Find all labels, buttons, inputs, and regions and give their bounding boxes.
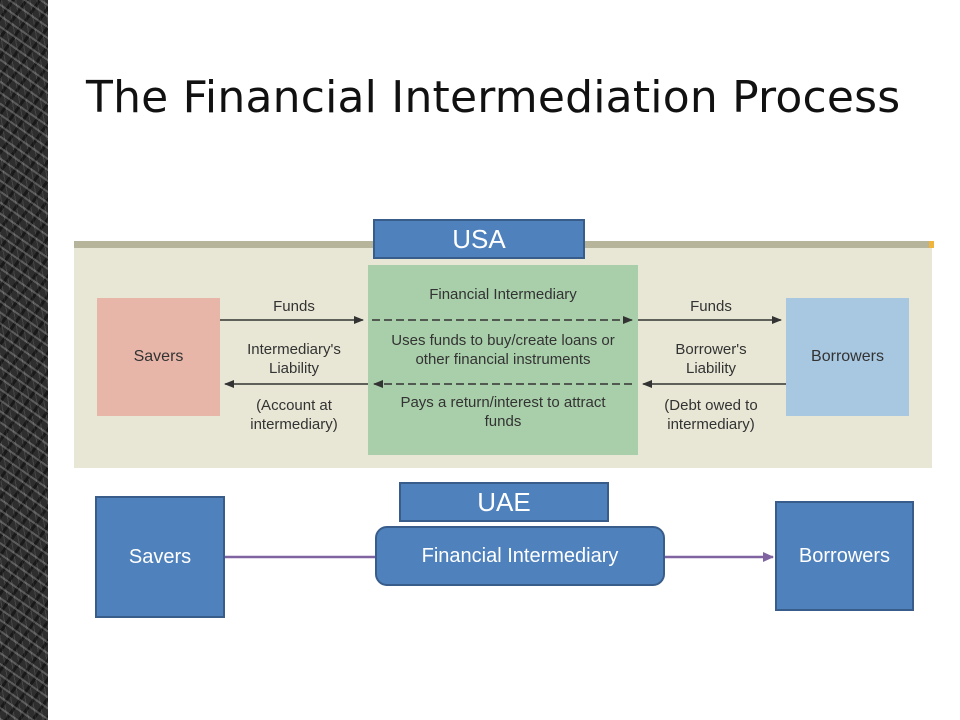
usa-fi-title: Financial Intermediary [429, 286, 577, 303]
uae-borrowers-label: Borrowers [798, 544, 891, 567]
uae-savers-box: Savers [95, 496, 225, 618]
usa-right-note-label: (Debt owed to intermediary) [664, 397, 758, 433]
textured-side-border [0, 0, 48, 720]
usa-right-funds-label: Funds [690, 298, 732, 315]
usa-arrows [220, 316, 786, 388]
slide-title: The Financial Intermediation Process [86, 72, 901, 123]
usa-right-liability-label: Borrower's Liability [675, 341, 747, 377]
usa-left-funds-label: Funds [273, 298, 315, 315]
uae-borrowers-box: Borrowers [775, 501, 914, 611]
usa-borrowers-label: Borrowers [811, 348, 884, 365]
usa-diagram-panel: Savers Borrowers Financial Intermediary … [74, 241, 934, 468]
usa-fi-middle-text: Uses funds to buy/create loans or other … [391, 332, 615, 368]
usa-tag: USA [373, 219, 585, 259]
usa-borrowers-box: Borrowers [786, 298, 909, 416]
usa-left-note-label: (Account at intermediary) [250, 397, 338, 433]
uae-tag: UAE [399, 482, 609, 522]
usa-fi-bottom-text: Pays a return/interest to attract funds [400, 394, 606, 430]
usa-savers-box: Savers [97, 298, 220, 416]
usa-intermediary-box [368, 265, 638, 455]
uae-intermediary-box: Financial Intermediary [375, 526, 665, 586]
usa-savers-label: Savers [133, 348, 184, 365]
panel-accent [929, 241, 934, 248]
uae-intermediary-label: Financial Intermediary [421, 544, 619, 567]
uae-savers-label: Savers [128, 545, 192, 568]
usa-left-liability-label: Intermediary's Liability [247, 341, 341, 377]
